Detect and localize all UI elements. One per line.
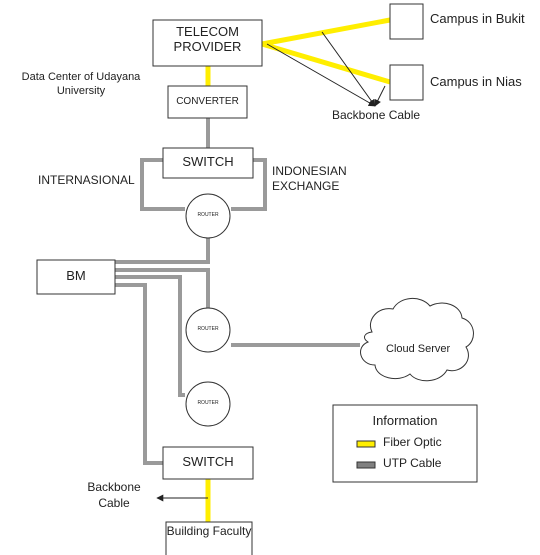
fiber-link-bukit (261, 17, 391, 47)
fiber-link-nias (261, 41, 391, 85)
internasional-label: INTERNASIONAL (38, 173, 135, 187)
cloud-server-label: Cloud Server (386, 343, 451, 355)
legend-swatch-utp (356, 461, 376, 469)
utp-links (115, 118, 360, 465)
switch-top-box (162, 147, 254, 179)
converter-label: CONVERTER (176, 96, 239, 107)
backbone-cable-bottom-label: Backbone Cable (87, 480, 141, 510)
campus-nias-box (389, 64, 424, 101)
backbone-arrow (321, 31, 376, 107)
backbone-cable-top-label: Backbone Cable (332, 108, 421, 122)
legend-swatches (356, 440, 376, 469)
utp-bm-switch-bottom (115, 283, 163, 465)
router-low (185, 381, 231, 427)
routers (185, 193, 231, 427)
legend-title: Information (372, 413, 438, 428)
utp-bm-router-mid (115, 268, 210, 310)
campus-nias-label: Campus in Nias (430, 74, 522, 89)
telecom-provider-box (152, 19, 263, 67)
bm-box (36, 259, 116, 295)
utp-indonesian-exchange (231, 158, 267, 211)
indonesian-exchange-label: INDONESIAN EXCHANGE (272, 164, 347, 193)
node-boxes (36, 3, 478, 555)
router-mid-label: ROUTER (197, 326, 219, 332)
bm-label: BM (66, 268, 86, 283)
campus-bukit-label: Campus in Bukit (430, 11, 525, 26)
router-mid (185, 307, 231, 353)
fiber-links (205, 17, 391, 522)
telecom-provider-label: TELECOM PROVIDER (173, 24, 242, 54)
switch-bottom-label: SWITCH (182, 454, 234, 469)
router-top (185, 193, 231, 239)
switch-top-label: SWITCH (182, 154, 234, 169)
building-faculty-box (165, 521, 253, 555)
cloud-server-shape (360, 298, 474, 382)
backbone-arrow (266, 43, 376, 107)
backbone-arrows (156, 31, 386, 502)
utp-bm-router-low (115, 275, 185, 397)
campus-bukit-box (389, 3, 424, 40)
router-top-label: ROUTER (197, 212, 219, 218)
legend-item-fiber-label: Fiber Optic (383, 435, 442, 449)
utp-internasional (140, 158, 185, 211)
legend-swatch-fiber (356, 440, 376, 448)
building-faculty-label: Building Faculty (166, 524, 252, 538)
backbone-arrow (374, 85, 386, 107)
legend-item-utp-label: UTP Cable (383, 456, 442, 470)
switch-bottom-box (162, 446, 254, 480)
utp-router-bm (115, 236, 210, 264)
data-center-label: Data Center of Udayana University (21, 71, 141, 97)
converter-box (167, 85, 248, 119)
router-low-label: ROUTER (197, 400, 219, 406)
